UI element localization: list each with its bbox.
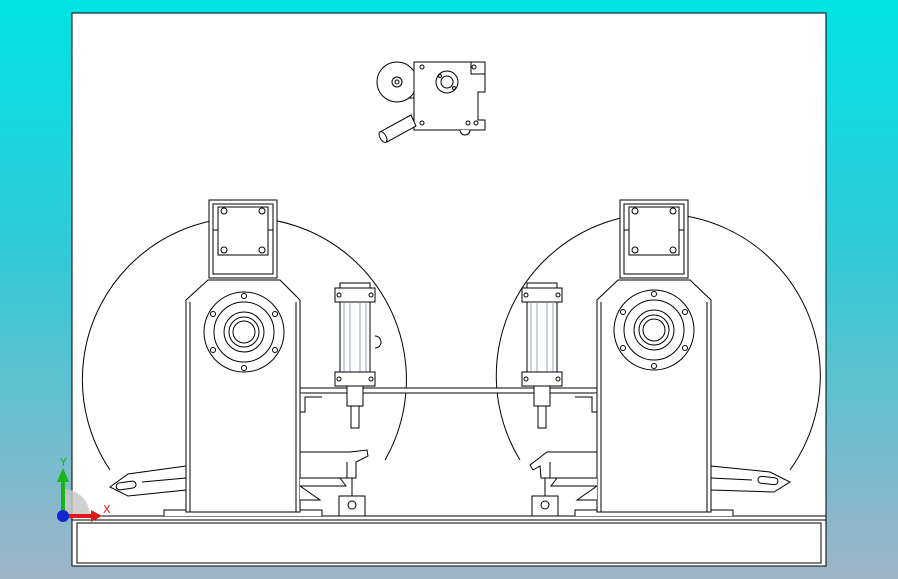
left-hub bbox=[203, 291, 285, 373]
right-cylinder bbox=[521, 282, 563, 429]
triad-y-label: Y bbox=[59, 456, 67, 469]
left-stand-foot bbox=[163, 509, 323, 516]
xyz-triad-icon: Y X bbox=[57, 456, 111, 522]
right-stand-foot bbox=[574, 509, 734, 516]
left-clamp-arm bbox=[299, 449, 369, 501]
right-tension-arm bbox=[710, 465, 792, 493]
left-pivot-mount bbox=[338, 470, 366, 517]
center-crossbar bbox=[299, 387, 598, 413]
triad-x-label: X bbox=[103, 503, 111, 516]
base-plate bbox=[71, 515, 827, 567]
left-tension-arm bbox=[109, 465, 187, 497]
right-pivot-mount bbox=[531, 470, 559, 517]
right-hub bbox=[613, 289, 695, 371]
top-motor-assembly bbox=[376, 61, 486, 143]
left-cylinder bbox=[334, 282, 382, 429]
right-clamp-arm bbox=[529, 451, 598, 501]
